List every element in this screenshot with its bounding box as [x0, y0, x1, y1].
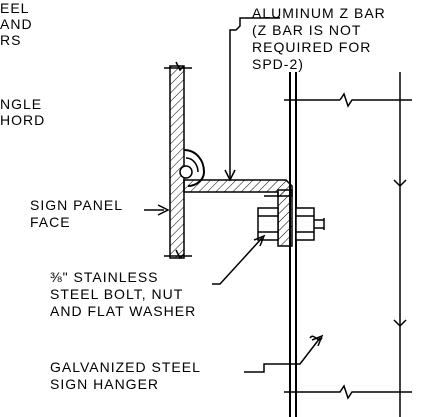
label-bolt-2: STEEL BOLT, NUT	[50, 286, 183, 302]
label-cropped-2: AND	[0, 16, 33, 32]
label-zbar-4: SPD-2)	[252, 56, 304, 72]
label-cropped-4: NGLE	[0, 96, 42, 112]
label-cropped-1: EEL	[0, 0, 29, 16]
label-zbar-1: ALUMINUM Z BAR	[252, 5, 386, 21]
label-hanger-1: GALVANIZED STEEL	[50, 359, 201, 375]
labels: EEL AND RS NGLE HORD ALUMINUM Z BAR (Z B…	[0, 0, 386, 392]
label-face-2: FACE	[30, 214, 71, 230]
label-zbar-3: REQUIRED FOR	[252, 39, 371, 55]
sign-panel-face	[164, 61, 192, 260]
label-cropped-3: RS	[0, 32, 21, 48]
sign-hanger	[284, 72, 412, 417]
label-face-1: SIGN PANEL	[30, 197, 123, 213]
angle-chord	[179, 149, 206, 187]
bolt-nut-washer	[257, 207, 325, 241]
label-zbar-2: (Z BAR IS NOT	[252, 22, 361, 38]
label-bolt-3: AND FLAT WASHER	[50, 303, 196, 319]
label-hanger-2: SIGN HANGER	[50, 376, 159, 392]
leader-lines	[144, 17, 324, 373]
label-cropped-5: HORD	[0, 112, 45, 128]
aluminum-z-bar	[183, 179, 293, 247]
label-bolt-1: ⅜" STAINLESS	[50, 269, 159, 285]
